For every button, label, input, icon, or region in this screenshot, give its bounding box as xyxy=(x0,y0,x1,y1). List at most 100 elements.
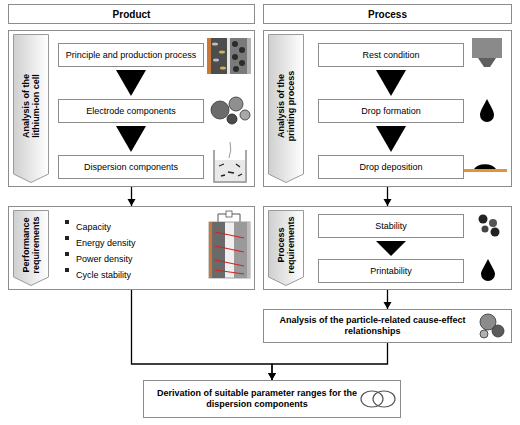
result-box: Derivation of suitable parameter ranges … xyxy=(143,380,401,418)
banner-outline xyxy=(269,211,304,286)
particles-illustration xyxy=(211,97,250,124)
banner-text: Analysis of the lithium-ion cell xyxy=(21,60,42,152)
process-box: Dispersion components xyxy=(58,155,204,179)
graphite-flake xyxy=(220,67,226,70)
connector xyxy=(268,343,388,380)
particle xyxy=(492,325,504,337)
box-text: Stability xyxy=(375,221,407,231)
box-text: Principle and production process xyxy=(66,50,197,60)
list-item: Energy density xyxy=(65,232,136,246)
header-text: Product xyxy=(113,9,151,20)
substrate xyxy=(463,169,507,172)
anode-layer xyxy=(211,38,227,74)
bullet xyxy=(65,268,69,272)
particle xyxy=(211,101,229,119)
bullet xyxy=(65,252,69,256)
anode-layer xyxy=(212,222,225,278)
process-box: Drop deposition xyxy=(318,155,464,179)
electrode-illustration xyxy=(207,38,251,74)
connector xyxy=(376,241,406,256)
banner-outline xyxy=(14,35,49,183)
particle xyxy=(240,110,250,120)
bullet xyxy=(65,236,69,240)
connector xyxy=(116,126,146,152)
graphite-flake xyxy=(212,43,218,46)
list-text: Cycle stability xyxy=(76,269,131,282)
analysis-box: Analysis of the particle-related cause-e… xyxy=(263,309,512,343)
arrow-head xyxy=(128,199,136,206)
cell-body xyxy=(209,222,250,278)
connector xyxy=(132,290,277,380)
connector xyxy=(116,70,146,96)
list-item: Capacity xyxy=(65,216,111,230)
requirements-panel: Performance requirementsCapacityEnergy d… xyxy=(8,206,255,290)
flow-triangle xyxy=(376,70,406,96)
graphite-flake xyxy=(219,51,225,54)
connector xyxy=(384,187,392,206)
cell-illustration xyxy=(209,211,250,278)
separator xyxy=(227,38,230,74)
nozzle xyxy=(478,58,496,67)
cathode-layer xyxy=(230,38,247,74)
banner-arrow: Analysis of the lithium-ion cell xyxy=(13,34,49,183)
aluminium-foil xyxy=(247,38,251,74)
particle xyxy=(229,97,243,111)
banner-text: Process requirements xyxy=(276,212,297,278)
drop-icon xyxy=(481,259,495,281)
box-text: Electrode components xyxy=(86,106,176,116)
box-text: Rest condition xyxy=(362,50,419,60)
graphite-flake xyxy=(213,59,219,62)
aluminium-foil xyxy=(247,222,250,278)
deposition-illustration xyxy=(463,164,507,172)
flow-triangle xyxy=(376,241,406,256)
arrow-head xyxy=(268,373,276,380)
box-text: Analysis of the particle-related cause-e… xyxy=(274,315,471,337)
process-box: Stability xyxy=(318,214,464,238)
list-text: Capacity xyxy=(76,221,111,234)
particle xyxy=(489,219,497,227)
stability-illustration xyxy=(479,215,500,237)
venn-icon xyxy=(361,391,395,407)
flow-triangle xyxy=(116,126,146,152)
process-box: Principle and production process xyxy=(58,43,204,67)
particle-relations-illustration xyxy=(480,314,504,338)
drop-icon xyxy=(480,99,494,122)
column-header: Product xyxy=(8,4,255,24)
banner-text: Performance requirements xyxy=(21,212,42,278)
particle xyxy=(232,54,238,60)
particle xyxy=(479,215,488,224)
process-box: Rest condition xyxy=(318,43,464,67)
connector-line xyxy=(132,290,273,380)
particle xyxy=(491,228,500,237)
dispersion-liquid xyxy=(215,160,245,181)
list-item: Power density xyxy=(65,248,133,262)
process-box: Printability xyxy=(318,259,464,283)
box-text: Drop deposition xyxy=(359,162,422,172)
requirements-panel: Process requirements StabilityPrintabilit… xyxy=(263,206,512,290)
particle xyxy=(227,114,237,124)
connector xyxy=(384,290,392,309)
connector-line xyxy=(272,343,388,380)
flow-triangle xyxy=(116,70,146,96)
venn-circle xyxy=(373,391,395,407)
analysis-panel: Analysis of the printing process Rest con… xyxy=(263,30,512,187)
banner-text: Analysis of the printing process xyxy=(276,60,297,152)
banner-arrow: Process requirements xyxy=(268,210,304,286)
particle xyxy=(239,60,245,66)
box-text: Dispersion components xyxy=(84,162,178,172)
banner-arrow: Performance requirements xyxy=(13,210,49,286)
printhead xyxy=(472,38,502,58)
banner-outline xyxy=(14,211,49,286)
analysis-panel: Analysis of the lithium-ion cell Principl… xyxy=(8,30,255,187)
box-text: Printability xyxy=(370,266,412,276)
particle xyxy=(482,226,489,233)
box-text: Drop formation xyxy=(361,106,421,116)
ion-path xyxy=(215,232,244,274)
particle xyxy=(232,41,238,47)
dispersion-illustration xyxy=(214,142,246,182)
load xyxy=(226,211,232,217)
copper-foil xyxy=(207,38,211,74)
connector xyxy=(128,187,136,206)
particle xyxy=(239,47,245,53)
